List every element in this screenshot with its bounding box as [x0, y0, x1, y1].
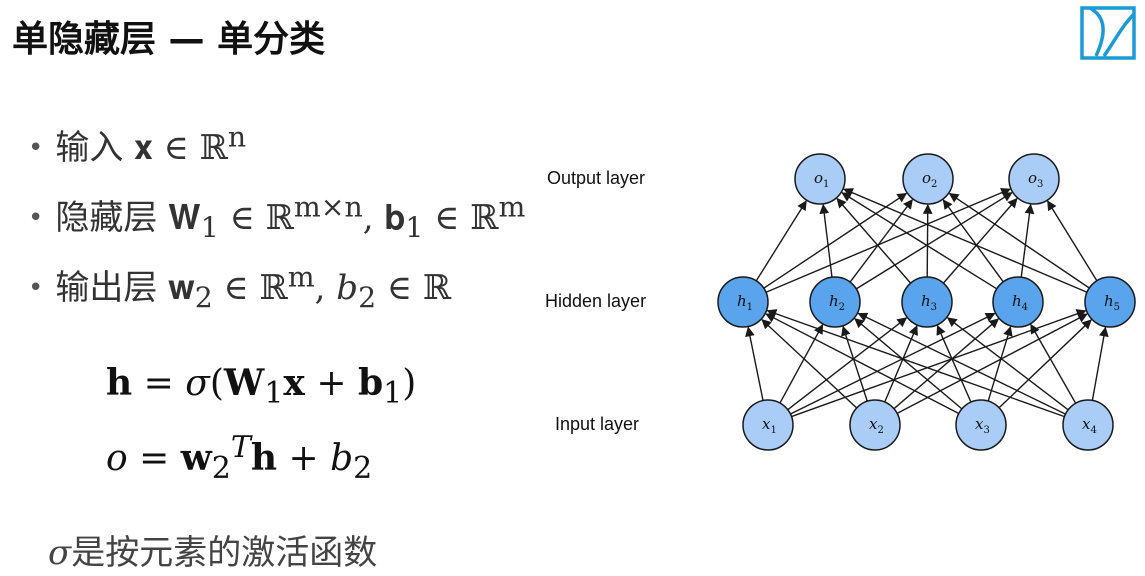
- edge-input-3-hidden-2: [854, 318, 963, 410]
- edge-hidden-4-output-1: [841, 192, 998, 290]
- edge-input-3-hidden-4: [987, 325, 1013, 402]
- output-node-1-circle: [794, 153, 846, 205]
- input-node-4: x4: [1062, 399, 1114, 451]
- hidden-node-5-circle: [1084, 276, 1136, 328]
- hidden-node-3-label: h3: [921, 292, 937, 313]
- bullet-hidden: • 隐藏层 𝐖1 ∈ ℝm×n, 𝐛1 ∈ ℝm: [28, 190, 525, 244]
- edge-input-3-hidden-5: [998, 319, 1092, 409]
- output-layer-label: Output layer: [547, 168, 646, 188]
- edge-input-3-hidden-3: [936, 324, 972, 403]
- input-node-2: x2: [849, 399, 901, 451]
- bullet-output: • 输出层 𝐰2 ∈ ℝm, b2 ∈ ℝ: [28, 260, 451, 314]
- edge-hidden-5-output-3: [1047, 200, 1098, 282]
- edge-input-1-hidden-1: [745, 326, 764, 401]
- edge-input-1-hidden-3: [787, 317, 908, 411]
- neural-network-diagram: o1 o2 o3 h1 h2 h3 h4 h5 x1 x2 x3 x4: [717, 153, 1136, 451]
- hidden-node-1-label: h1: [737, 292, 753, 313]
- hidden-node-5-label: h5: [1104, 292, 1120, 313]
- input-node-1: x1: [742, 399, 794, 451]
- bullet-label: 输出层: [55, 268, 158, 308]
- edge-input-4-hidden-5: [1091, 326, 1109, 401]
- hidden-node-3-circle: [901, 276, 953, 328]
- edge-hidden-1-output-2: [763, 192, 908, 289]
- bullet-label: 隐藏层: [55, 198, 158, 238]
- input-node-4-circle: [1062, 399, 1114, 451]
- edge-input-2-hidden-3: [884, 325, 918, 403]
- output-node-2-label: o2: [922, 169, 937, 190]
- edge-input-2-hidden-1: [761, 319, 858, 409]
- activation-note: σ是按元素的激活函数: [48, 525, 377, 574]
- hidden-layer-label: Hidden layer: [545, 291, 647, 311]
- output-node-2-circle: [902, 153, 954, 205]
- equation-output: o = w2Th + b2: [106, 430, 373, 487]
- edge-input-4-hidden-3: [946, 317, 1069, 411]
- edge-hidden-3-output-3: [942, 197, 1018, 284]
- input-node-1-label: x1: [762, 415, 777, 436]
- hidden-node-2-label: h2: [829, 292, 845, 313]
- bullet-dot: •: [28, 133, 44, 163]
- hidden-node-2: h2: [809, 276, 861, 328]
- bullet-input: • 输入 𝐱 ∈ ℝn: [28, 120, 246, 169]
- output-node-3-label: o3: [1028, 169, 1043, 190]
- input-node-1-circle: [742, 399, 794, 451]
- edge-hidden-2-output-1: [819, 203, 833, 278]
- edge-hidden-4-output-2: [942, 199, 1004, 283]
- hidden-node-4-circle: [992, 276, 1044, 328]
- equation-hidden: h = σ(W1x + b1): [106, 362, 417, 412]
- edge-hidden-3-output-1: [836, 197, 912, 284]
- bullet-dot: •: [28, 273, 44, 303]
- input-node-3: x3: [955, 399, 1007, 451]
- edge-hidden-3-output-2: [922, 204, 933, 278]
- bullet-math: 𝐱 ∈ ℝn: [134, 120, 247, 168]
- edge-hidden-5-output-2: [948, 192, 1090, 289]
- page-title: 单隐藏层 — 单分类: [12, 19, 326, 60]
- edge-input-4-hidden-1: [766, 309, 1065, 418]
- sigma-symbol: σ: [48, 533, 72, 573]
- edge-input-1-hidden-2: [779, 323, 824, 404]
- output-node-1: o1: [794, 153, 846, 205]
- hidden-node-5: h5: [1084, 276, 1136, 328]
- edge-input-4-hidden-4: [1030, 323, 1077, 404]
- hidden-node-2-circle: [809, 276, 861, 328]
- edge-hidden-1-output-1: [755, 200, 807, 282]
- note-text: 是按元素的激活函数: [71, 533, 378, 573]
- bullet-math: 𝐰2 ∈ ℝm, b2 ∈ ℝ: [168, 260, 452, 314]
- input-node-2-circle: [849, 399, 901, 451]
- hidden-node-3: h3: [901, 276, 953, 328]
- hidden-node-1: h1: [717, 276, 769, 328]
- edge-input-4-hidden-2: [857, 312, 1066, 415]
- bullet-dot: •: [28, 203, 44, 233]
- input-node-3-circle: [955, 399, 1007, 451]
- input-node-2-label: x2: [869, 415, 884, 436]
- bullet-label: 输入: [55, 128, 124, 168]
- output-node-2: o2: [902, 153, 954, 205]
- edge-input-3-hidden-1: [765, 313, 960, 415]
- edge-hidden-5-output-1: [843, 188, 1088, 293]
- output-node-1-label: o1: [814, 169, 829, 190]
- edge-input-2-hidden-5: [896, 313, 1088, 415]
- hidden-node-1-circle: [717, 276, 769, 328]
- edge-input-1-hidden-4: [790, 312, 996, 415]
- edge-hidden-2-output-3: [855, 192, 1013, 290]
- hidden-node-4: h4: [992, 276, 1044, 328]
- input-node-4-label: x4: [1082, 415, 1097, 436]
- bullet-math: 𝐖1 ∈ ℝm×n, 𝐛1 ∈ ℝm: [168, 190, 526, 244]
- output-node-3-circle: [1008, 153, 1060, 205]
- input-layer-label: Input layer: [555, 414, 640, 434]
- output-node-3: o3: [1008, 153, 1060, 205]
- logo-icon: [1080, 6, 1136, 60]
- input-node-3-label: x3: [975, 415, 990, 436]
- hidden-node-4-label: h4: [1012, 292, 1028, 313]
- edge-hidden-2-output-2: [849, 198, 913, 283]
- edge-input-2-hidden-4: [893, 318, 1000, 410]
